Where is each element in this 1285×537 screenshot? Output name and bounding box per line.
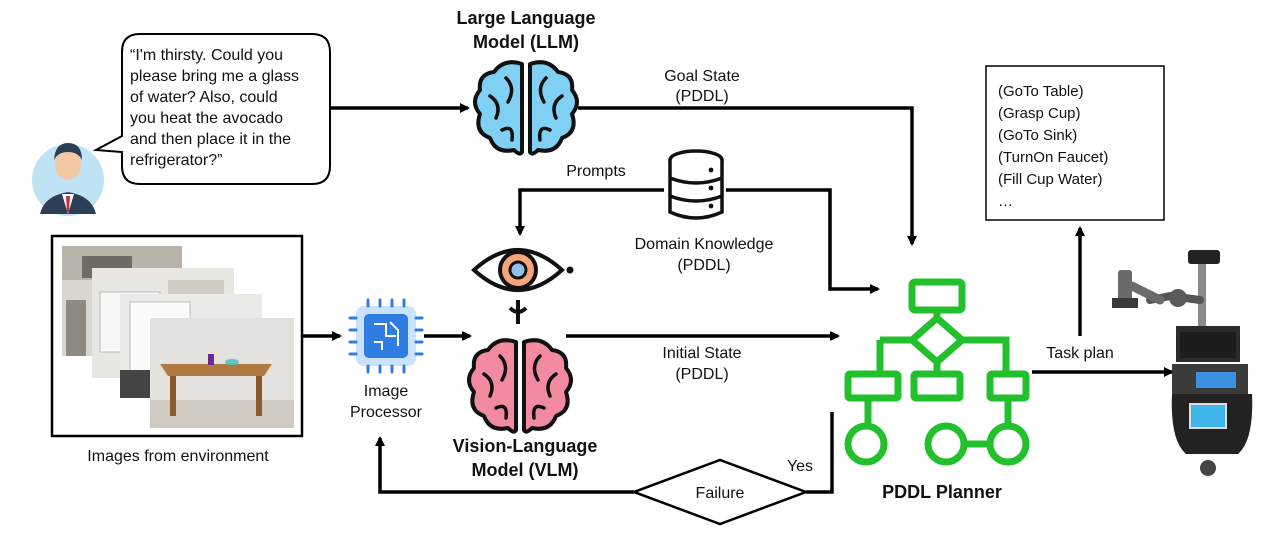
speech-line: “I'm thirsty. Could you [130,47,283,64]
speech-line: you heat the avocado [130,110,283,127]
failure-label: Failure [696,485,745,502]
vlm-brain-icon [467,338,573,434]
database-icon [668,149,724,220]
domain-knowledge-label: (PDDL) [677,257,730,274]
task-plan-step: (GoTo Table) [998,83,1084,100]
robot-image [1112,250,1253,476]
planner-flowchart-icon [844,278,1030,466]
task-plan-box: (GoTo Table) (Grasp Cup) (GoTo Sink) (Tu… [985,65,1165,221]
task-plan-step: (Fill Cup Water) [998,171,1102,188]
planner-to-failure-line [806,412,834,494]
planner-title: PDDL Planner [882,482,1002,502]
domain-to-planner-arrow [726,188,880,294]
task-plan-label: Task plan [1046,345,1114,362]
environment-photo [150,318,294,428]
prompts-label: Prompts [566,163,626,180]
task-plan-step: (GoTo Sink) [998,127,1077,144]
speech-bubble: “I'm thirsty. Could you please bring me … [92,33,331,185]
image-processor-label: Processor [350,404,423,421]
initial-state-label: (PDDL) [675,366,728,383]
speech-line: of water? Also, could [130,89,278,106]
failure-decision: Failure [630,458,810,526]
goal-state-label: (PDDL) [675,88,728,105]
task-plan-step: (Grasp Cup) [998,105,1081,122]
failure-return-arrow [375,436,634,494]
vlm-title: Model (VLM) [472,460,579,480]
chip-icon [348,298,424,374]
llm-brain-icon [473,60,579,156]
environment-images-frame [50,234,304,438]
vlm-title: Vision-Language [453,436,598,456]
speech-line: please bring me a glass [130,68,299,85]
yes-label: Yes [787,458,813,475]
llm-title: Large Language [456,8,595,28]
speech-line: and then place it in the [130,131,291,148]
task-plan-step: (TurnOn Faucet) [998,149,1108,166]
domain-knowledge-label: Domain Knowledge [635,236,774,253]
user-avatar [32,143,104,216]
llm-title: Model (LLM) [473,32,579,52]
speech-line: refrigerator?” [130,152,222,169]
environment-caption: Images from environment [87,448,269,465]
prompts-arrow [515,188,664,236]
image-processor-label: Image [364,383,409,400]
goal-state-arrow [578,106,917,246]
initial-state-label: Initial State [662,345,741,362]
task-plan-step: … [998,193,1013,210]
goal-state-label: Goal State [664,68,740,85]
eye-icon [471,248,574,324]
